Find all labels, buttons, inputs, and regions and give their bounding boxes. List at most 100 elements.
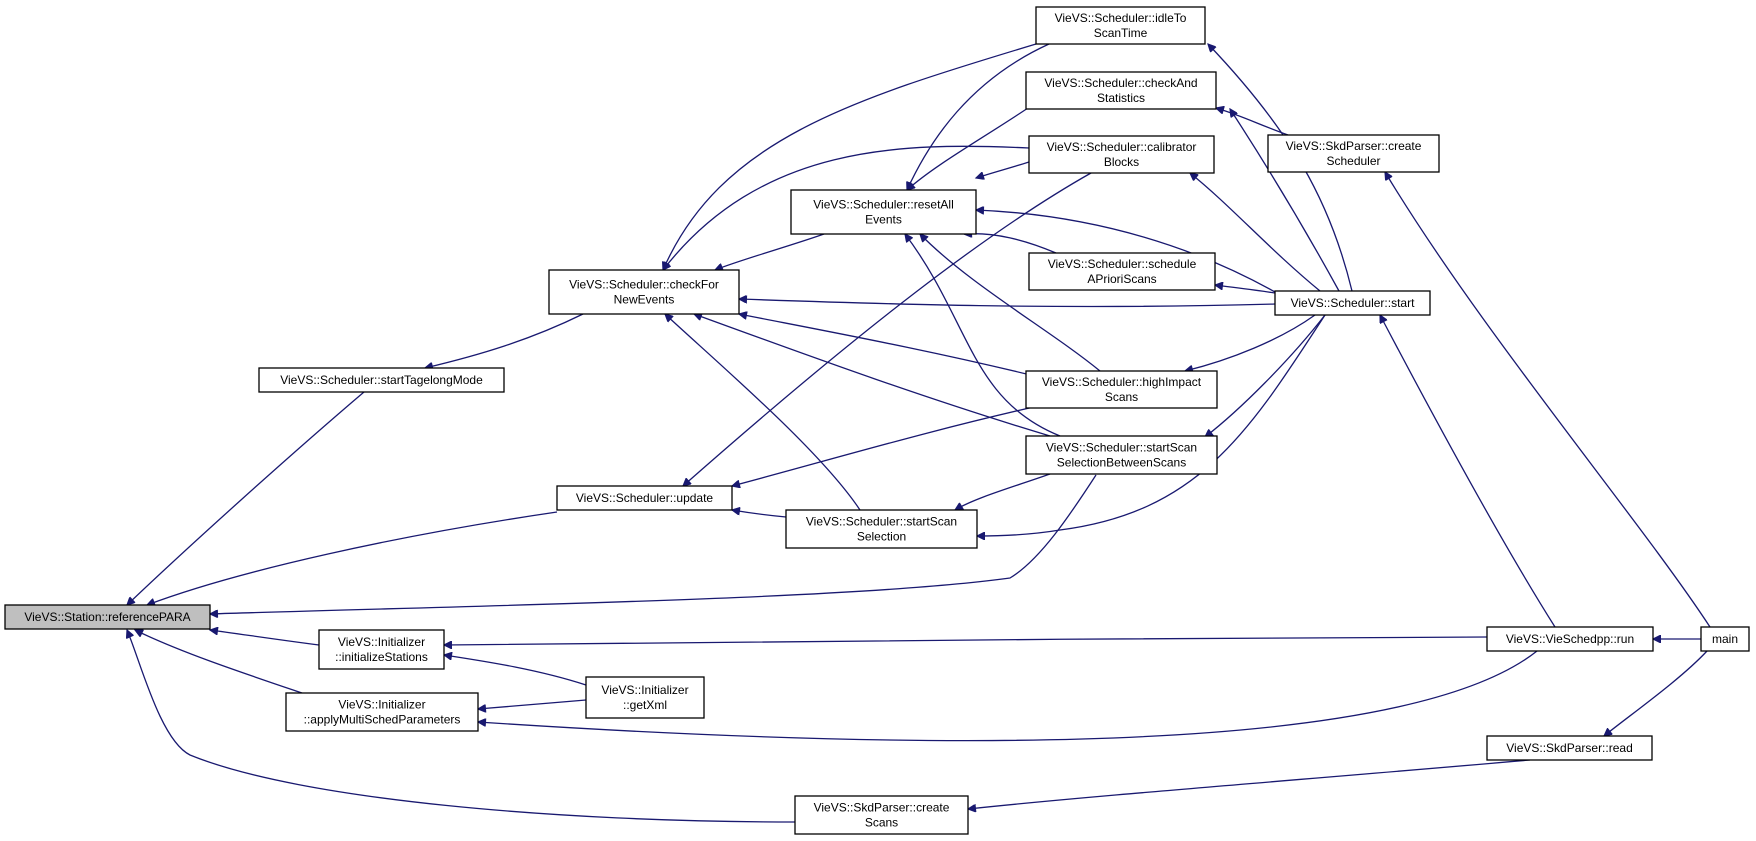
edge-start-to-resetAllEvents [976, 210, 1276, 293]
edge-checkAndStatistics-to-resetAllEvents [907, 107, 1029, 190]
node-box [548, 269, 740, 315]
edge-line [210, 630, 320, 646]
node-main[interactable]: main [1700, 626, 1750, 652]
edge-calibratorBlocks-to-resetAllEvents [976, 161, 1030, 178]
edge-startScanSelectionBetweenScans-to-referencePARA [210, 474, 1097, 614]
edge-line [976, 210, 1276, 293]
node-run[interactable]: VieVS::VieSchedpp::run [1486, 626, 1654, 652]
node-skdRead[interactable]: VieVS::SkdParser::read [1486, 735, 1653, 761]
edge-startScanSelectionBetweenScans-to-checkForNewEvents [694, 314, 1051, 437]
edge-start-to-calibratorBlocks [1190, 173, 1321, 292]
node-startScanSelectionBetweenScans[interactable]: VieVS::Scheduler::startScanSelectionBetw… [1025, 435, 1218, 475]
edge-line [715, 233, 825, 270]
node-label: Events [865, 213, 902, 227]
node-label: VieVS::Scheduler::checkAnd [1044, 76, 1197, 90]
edge-line [920, 234, 1101, 372]
node-label: VieVS::Scheduler::start [1291, 296, 1416, 310]
edge-getXml-to-applyMultiSchedParameters [478, 699, 587, 709]
edge-line [1185, 314, 1316, 371]
edge-startTagelongMode-to-referencePARA [127, 391, 365, 605]
edge-start-to-highImpactScans [1185, 314, 1316, 371]
edge-main-to-skdRead [1604, 650, 1708, 736]
node-update[interactable]: VieVS::Scheduler::update [556, 485, 733, 511]
edge-line [478, 650, 1538, 742]
node-box [1486, 735, 1653, 761]
edge-start-to-checkAndStatistics [1230, 109, 1340, 292]
node-label: VieVS::Scheduler::schedule [1048, 257, 1197, 271]
edge-line [665, 314, 861, 511]
node-label: VieVS::SkdParser::read [1506, 741, 1633, 755]
node-box [1700, 626, 1750, 652]
node-box [1028, 252, 1216, 291]
edge-line [732, 403, 1048, 486]
node-box [1025, 435, 1218, 475]
edge-skdRead-to-skdCreateScans [968, 759, 1531, 809]
edge-line [1215, 285, 1276, 294]
node-start[interactable]: VieVS::Scheduler::start [1274, 290, 1431, 316]
edge-highImpactScans-to-update [732, 403, 1048, 486]
node-box [556, 485, 733, 511]
node-label: VieVS::VieSchedpp::run [1506, 632, 1634, 646]
edge-highImpactScans-to-checkForNewEvents [739, 314, 1048, 380]
edge-initializeStations-to-referencePARA [210, 630, 320, 646]
edge-start-to-scheduleAPrioriScans [1215, 285, 1276, 294]
node-box [1267, 134, 1440, 173]
edge-run-to-applyMultiSchedParameters [478, 650, 1538, 742]
node-label: ::getXml [623, 698, 667, 712]
edge-applyMultiSchedParameters-to-referencePARA [135, 630, 303, 694]
node-getXml[interactable]: VieVS::Initializer::getXml [585, 676, 705, 719]
edge-line [425, 313, 584, 368]
edge-line [968, 759, 1531, 809]
node-box [585, 676, 705, 719]
edge-line [444, 655, 587, 686]
node-label: VieVS::Scheduler::highImpact [1042, 375, 1202, 389]
node-initializeStations[interactable]: VieVS::Initializer::initializeStations [318, 629, 445, 670]
edge-scheduleAPrioriScans-to-resetAllEvents [964, 234, 1057, 254]
edge-line [905, 234, 1061, 437]
edge-resetAllEvents-to-checkForNewEvents [715, 233, 825, 270]
node-box [1028, 135, 1215, 174]
edge-skdCreateScans-to-referencePARA [127, 630, 796, 823]
node-label: VieVS::Initializer [338, 698, 425, 712]
edge-calibratorBlocks-to-update [683, 172, 1092, 486]
edge-line [663, 145, 1030, 270]
node-box [1486, 626, 1654, 652]
edge-line [127, 630, 796, 823]
node-applyMultiSchedParameters[interactable]: VieVS::Initializer::applyMultiSchedParam… [285, 692, 479, 732]
node-label: VieVS::Scheduler::calibrator [1047, 140, 1197, 154]
node-startTagelongMode[interactable]: VieVS::Scheduler::startTagelongMode [258, 367, 505, 393]
node-label: main [1712, 632, 1738, 646]
node-label: VieVS::Initializer [338, 635, 425, 649]
node-label: VieVS::SkdParser::create [1286, 139, 1422, 153]
node-box [4, 604, 211, 630]
edge-line [1230, 109, 1340, 292]
node-label: ScanTime [1094, 26, 1148, 40]
edge-run-to-initializeStations [444, 636, 1488, 645]
node-referencePARA[interactable]: VieVS::Station::referencePARA [4, 604, 211, 630]
node-label: Blocks [1104, 155, 1139, 169]
edge-line [210, 474, 1097, 614]
edge-start-to-startScanSelection [977, 314, 1326, 536]
edge-line [739, 314, 1048, 380]
node-label: VieVS::Scheduler::resetAll [813, 198, 954, 212]
edge-line [1385, 172, 1711, 628]
edge-line [1216, 108, 1289, 136]
edge-line [444, 636, 1488, 645]
edge-line [977, 314, 1326, 536]
edge-line [1604, 650, 1708, 736]
edge-checkForNewEvents-to-startTagelongMode [425, 313, 584, 368]
node-box [258, 367, 505, 393]
node-label: VieVS::Initializer [601, 683, 688, 697]
node-label: VieVS::Scheduler::startTagelongMode [280, 373, 483, 387]
